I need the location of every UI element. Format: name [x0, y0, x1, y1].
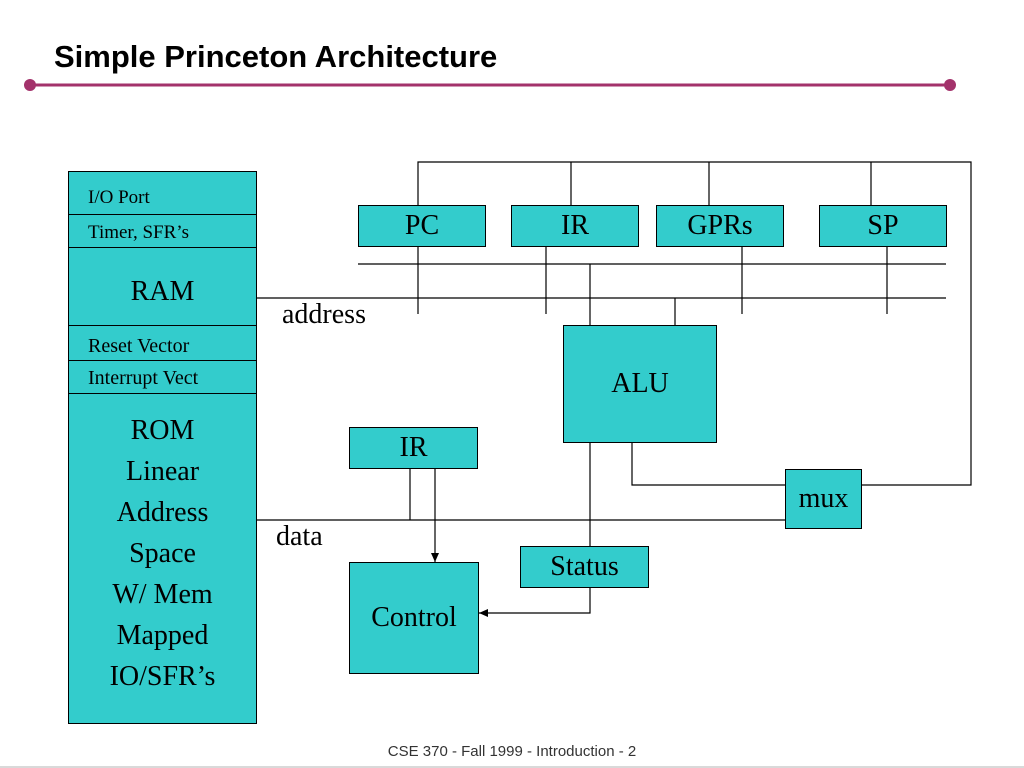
- io-port-region: I/O Port: [69, 172, 256, 215]
- interrupt-vect-label: Interrupt Vect: [88, 367, 199, 389]
- status-label: Status: [550, 551, 619, 582]
- ram-region: RAM: [69, 248, 256, 326]
- data-bus-label: data: [276, 521, 323, 552]
- ir-register: IR: [511, 205, 639, 247]
- timer-sfr-label: Timer, SFR’s: [88, 222, 189, 243]
- title-rule: [24, 79, 956, 91]
- io-port-label: I/O Port: [88, 187, 150, 208]
- ram-label: RAM: [130, 276, 195, 307]
- ir2-register: IR: [349, 427, 478, 469]
- status-register: Status: [520, 546, 649, 588]
- address-bus-label: address: [282, 299, 366, 330]
- gprs-register: GPRs: [656, 205, 784, 247]
- sp-register-label: SP: [867, 210, 899, 241]
- control-label: Control: [371, 602, 457, 633]
- gprs-register-label: GPRs: [687, 210, 753, 241]
- alu-block: ALU: [563, 325, 717, 443]
- slide-footer: CSE 370 - Fall 1999 - Introduction - 2: [387, 743, 637, 760]
- mux-block: mux: [785, 469, 862, 529]
- reset-vector-label: Reset Vector: [88, 335, 190, 357]
- alu-label: ALU: [611, 368, 669, 399]
- control-unit: Control: [349, 562, 479, 674]
- rom-region-label: ROM Linear Address Space W/ Mem Mapped I…: [109, 415, 216, 692]
- pc-register: PC: [358, 205, 486, 247]
- slide-title: Simple Princeton Architecture: [54, 39, 498, 74]
- ir-register-label: IR: [561, 210, 589, 241]
- memory-map: I/O Port Timer, SFR’s RAM Reset Vector I…: [68, 171, 257, 724]
- pc-register-label: PC: [404, 210, 440, 241]
- footer-bar: [0, 766, 1024, 768]
- reset-vector-region: Reset Vector: [69, 326, 256, 361]
- mux-label: mux: [798, 483, 849, 514]
- sp-register: SP: [819, 205, 947, 247]
- interrupt-vect-region: Interrupt Vect: [69, 361, 256, 394]
- ir2-register-label: IR: [399, 432, 428, 463]
- timer-sfr-region: Timer, SFR’s: [69, 215, 256, 248]
